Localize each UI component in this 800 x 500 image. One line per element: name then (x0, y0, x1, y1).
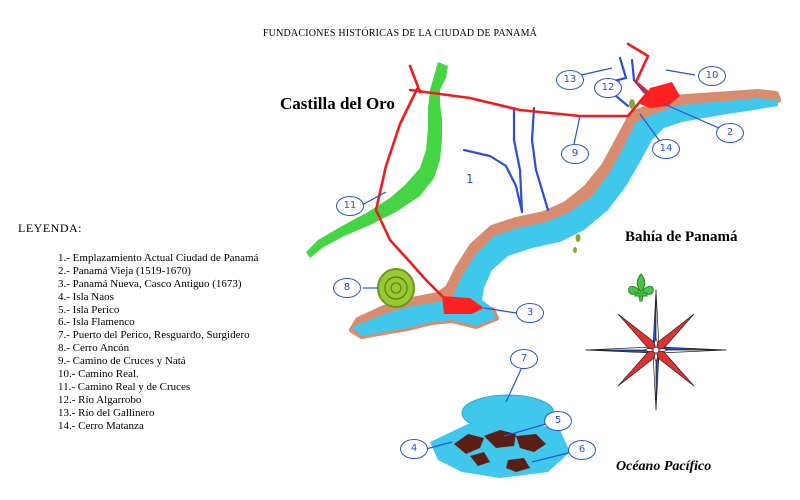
camino-de-cruces (374, 87, 448, 302)
camino-real (408, 42, 650, 118)
legend-item: 1.- Emplazamiento Actual Ciudad de Panam… (58, 252, 259, 264)
islands (454, 430, 546, 472)
callout-9: 9 (561, 144, 589, 164)
road-upper-stub (408, 64, 422, 94)
isla-flamenco-c (506, 458, 530, 472)
panama-vieja-site (640, 82, 680, 108)
legend-item: 14.- Cerro Matanza (58, 419, 144, 432)
callout-6: 6 (568, 440, 596, 460)
legend-item: 11.- Camino Real y de Cruces (58, 380, 191, 393)
isla-naos (454, 434, 484, 454)
legend: LEYENDA: 1.- Emplazamiento Actual Ciudad… (18, 221, 258, 432)
legend-item: 8.- Cerro Ancón (58, 342, 130, 355)
bay-water (352, 98, 778, 336)
legend-item: 12.- Río Algarrobo (58, 393, 142, 406)
callout-4: 4 (400, 439, 428, 459)
casco-antiguo-site (442, 296, 484, 314)
label-bahia-de-panama: Bahía de Panamá (625, 229, 738, 245)
callout-13: 13 (556, 70, 584, 90)
map-marker-1: 1 (466, 172, 474, 186)
callout-14: 14 (652, 139, 680, 159)
legend-list: 1.- Emplazamiento Actual Ciudad de Panam… (18, 252, 258, 432)
legend-title: LEYENDA: (18, 221, 82, 235)
fleur-de-lis-icon (628, 273, 654, 302)
legend-item: 3.- Panamá Nueva, Casco Antiguo (1673) (58, 277, 242, 290)
cerro-ancon (377, 268, 415, 308)
legend-item: 9.- Camino de Cruces y Natá (58, 355, 186, 368)
legend-item: 6.- Isla Flamenco (58, 316, 135, 329)
callout-5: 5 (544, 411, 572, 431)
label-castilla-del-oro: Castilla del Oro (280, 94, 395, 113)
forest-strip (306, 62, 448, 258)
callout-10: 10 (698, 66, 726, 86)
legend-item: 4.- Isla Naos (58, 290, 114, 303)
isla-flamenco-b (470, 452, 490, 466)
bay-islets (573, 99, 635, 253)
callout-11: 11 (336, 196, 364, 216)
legend-item: 7.- Puerto del Perico, Resguardo, Surgid… (58, 329, 250, 342)
callout-3: 3 (516, 303, 544, 323)
shoreline (349, 89, 781, 339)
callout-12: 12 (594, 78, 622, 98)
legend-item: 13.- Río del Gallinero (58, 406, 155, 419)
legend-item: 5.- Isla Perico (58, 303, 120, 316)
roads (374, 42, 650, 302)
map-title: FUNDACIONES HISTÓRICAS DE LA CIUDAD DE P… (262, 28, 538, 39)
callout-2: 2 (716, 123, 744, 143)
callout-8: 8 (333, 278, 361, 298)
isla-flamenco-a (516, 434, 546, 452)
legend-item: 2.- Panamá Vieja (1519-1670) (58, 264, 191, 277)
callout-7: 7 (510, 349, 538, 369)
compass-rose-icon (585, 289, 727, 411)
legend-item: 10.- Camino Real. (58, 368, 139, 381)
label-oceano-pacifico: Océano Pacífico (616, 459, 712, 474)
